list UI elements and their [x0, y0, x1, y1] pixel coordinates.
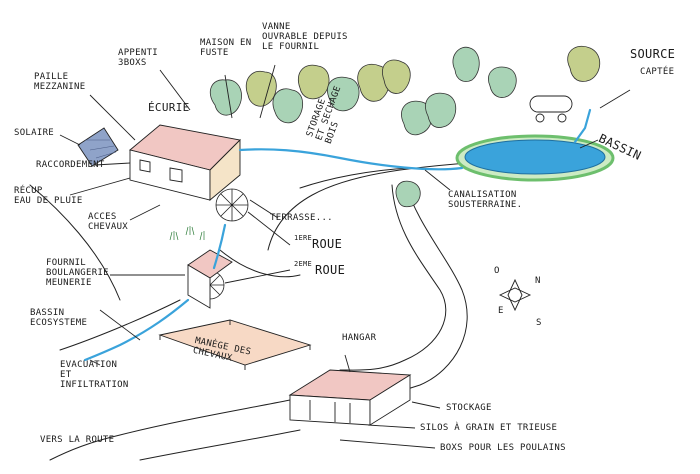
grass-tuft-2 [185, 226, 195, 236]
label-recup: RÉCUP EAU DE PLUIE [14, 186, 83, 206]
arrow-hangar [344, 354, 351, 373]
channel-to-ecosystem [83, 298, 190, 362]
tree-1 [209, 79, 242, 116]
grass-tuft-3 [199, 231, 205, 241]
road-winding-edge-1 [339, 184, 447, 371]
label-source: SOURCE [630, 47, 676, 61]
road-to-route-right [139, 429, 301, 461]
label-canalisation: CANALISATION SOUSTERRAINE. [448, 190, 523, 210]
road-upper-right [299, 167, 411, 189]
tree-2 [245, 70, 277, 107]
arrow-maison [224, 74, 233, 119]
label-bassin-eco: BASSIN ECOSYSTEME [30, 308, 88, 328]
arrow-paille [89, 94, 136, 141]
label-stockage: STOCKAGE [446, 403, 492, 413]
label-raccordement: RACCORDEMENT [36, 160, 105, 170]
pond-water [464, 139, 606, 175]
water-wheel-1 [215, 188, 249, 222]
label-hangar: HANGAR [342, 333, 377, 343]
arrow-acces [129, 204, 161, 221]
tree-3 [272, 88, 304, 124]
compass-s: S [536, 318, 542, 328]
horse-arena [158, 319, 312, 370]
arrow-recup [69, 177, 131, 196]
label-roue1: ROUE [312, 237, 343, 251]
arrow-boxs [339, 439, 436, 449]
grass-tuft-1 [169, 231, 179, 241]
label-maison: MAISON EN FUSTE [200, 38, 252, 58]
label-vanne: VANNE OUVRABLE DEPUIS LE FOURNIL [262, 22, 348, 52]
label-appenti: APPENTI 3BOXS [118, 48, 159, 68]
label-terrasse: TERRASSE... [270, 213, 333, 223]
channel-pond-to-mill [238, 148, 464, 171]
compass-o: O [494, 266, 500, 276]
channel-source-to-pond [573, 108, 592, 144]
label-silos: SILOS À GRAIN ET TRIEUSE [420, 423, 558, 433]
label-captee: CAPTÉE [640, 67, 675, 77]
arrow-stockage [411, 401, 441, 409]
tree-12 [567, 45, 601, 82]
stable-building [129, 124, 241, 201]
tree-13 [395, 180, 421, 208]
arrow-canalisation [424, 169, 451, 191]
mill-building [187, 249, 233, 309]
arrow-roue1 [247, 211, 291, 246]
arrow-appenti [159, 69, 191, 111]
label-acces: ACCES CHEVAUX [88, 212, 129, 232]
tree-11 [488, 66, 517, 98]
tree-10 [452, 46, 480, 82]
label-vers-route: VERS LA ROUTE [40, 435, 115, 445]
tree-7 [382, 59, 411, 94]
label-roue2-num: 2EME [294, 260, 313, 268]
arrow-source [599, 89, 631, 109]
field-edge-bottom [59, 299, 181, 351]
arrow-raccordement [94, 162, 131, 166]
arrow-bassin-eco [99, 309, 141, 341]
road-winding-edge-2 [359, 182, 468, 397]
label-roue1-num: 1ERE [294, 234, 313, 242]
label-roue2: ROUE [315, 263, 346, 277]
field-edge-left [29, 184, 121, 301]
label-boxs: BOXS POUR LES POULAINS [440, 443, 566, 453]
arrow-terrasse [249, 199, 279, 219]
road-to-route-left [49, 399, 291, 461]
tree-9 [425, 92, 457, 128]
arrow-evacuation [89, 359, 101, 366]
label-evacuation: EVACUATION ET INFILTRATION [60, 360, 129, 390]
compass-e: E [498, 306, 504, 316]
label-paille: PAILLE MEZZANINE [34, 72, 86, 92]
water-tank-trailer [529, 95, 573, 123]
path-to-mill [219, 249, 301, 278]
compass-n: N [535, 276, 541, 286]
label-solaire: SOLAIRE [14, 128, 55, 138]
arrow-solaire [59, 134, 81, 146]
compass-rose [498, 278, 532, 312]
arrow-bassin [579, 139, 599, 149]
label-ecurie: ÉCURIE [148, 101, 190, 114]
channel-mill-down [212, 223, 227, 270]
arrow-vanne [259, 64, 276, 119]
solar-panel [77, 127, 119, 167]
tree-5 [327, 76, 360, 112]
tree-4 [298, 64, 330, 100]
label-fournil: FOURNIL BOULANGERIE MEUNERIE [46, 258, 109, 288]
arrow-roue2 [224, 269, 291, 284]
hangar-building [288, 369, 412, 426]
arrow-silos [367, 424, 416, 429]
